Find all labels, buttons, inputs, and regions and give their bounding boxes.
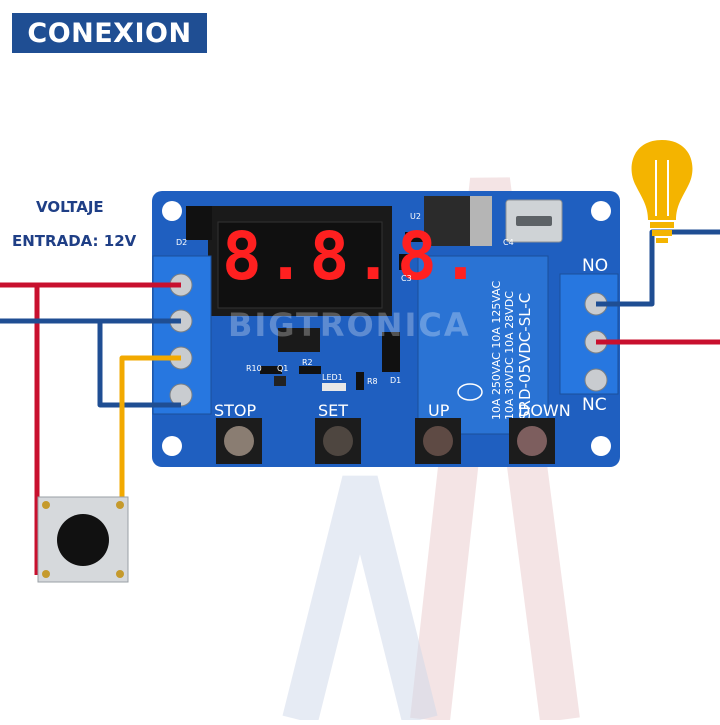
board-buttons bbox=[216, 418, 555, 464]
silk-c3: C3 bbox=[401, 274, 412, 283]
resistor-r10 bbox=[260, 366, 282, 374]
silk-r2: R2 bbox=[302, 358, 313, 367]
set-label: SET bbox=[318, 401, 349, 420]
stop-button-cap bbox=[224, 426, 254, 456]
watermark-text: BIGTRONICA bbox=[228, 306, 471, 344]
up-button-cap bbox=[423, 426, 453, 456]
transistor-q1 bbox=[274, 376, 286, 386]
wire-no-output bbox=[596, 229, 720, 307]
set-button-cap bbox=[323, 426, 353, 456]
push-button-pin bbox=[116, 570, 124, 578]
capacitor-c3 bbox=[399, 254, 409, 270]
silk-led1: LED1 bbox=[322, 373, 343, 382]
relay-rating-line2: 10A 30VDC 10A 28VDC bbox=[503, 291, 516, 420]
display-digits: 8.8.8. bbox=[222, 218, 485, 295]
resistor-r2 bbox=[299, 366, 321, 374]
silk-d1: D1 bbox=[390, 376, 402, 385]
capacitor-c4 bbox=[405, 232, 423, 242]
diode-d2 bbox=[186, 206, 212, 240]
mount-hole bbox=[591, 201, 611, 221]
chip bbox=[278, 328, 320, 352]
no-label: NO bbox=[582, 256, 609, 276]
relay-rating-line1: 10A 250VAC 10A 125VAC bbox=[490, 280, 503, 420]
input-voltage-label-line1: VOLTAJE bbox=[36, 198, 104, 216]
silk-d2: D2 bbox=[176, 238, 188, 247]
up-label: UP bbox=[428, 401, 450, 420]
cqc-logo bbox=[457, 383, 483, 401]
push-button-pin bbox=[42, 501, 50, 509]
mount-hole bbox=[162, 436, 182, 456]
relay bbox=[417, 255, 549, 435]
mount-hole bbox=[591, 436, 611, 456]
watermark-shape bbox=[410, 177, 580, 723]
diode-d1 bbox=[382, 332, 400, 372]
silk-q1: Q1 bbox=[277, 364, 289, 373]
relay-model: SRD-05VDC-SL-C bbox=[516, 293, 534, 420]
led1 bbox=[322, 383, 346, 391]
silk-u2: U2 bbox=[410, 212, 421, 221]
down-button-cap bbox=[517, 426, 547, 456]
usb-opening bbox=[516, 216, 552, 226]
silk-r8: R8 bbox=[367, 377, 378, 386]
silk-r10: R10 bbox=[246, 364, 262, 373]
display-window bbox=[217, 221, 383, 309]
input-voltage-label-line2: ENTRADA: 12V bbox=[12, 232, 137, 250]
page-title: CONEXION bbox=[12, 13, 207, 53]
relay-print: 10A 250VAC 10A 125VAC 10A 30VDC 10A 28VD… bbox=[490, 280, 534, 420]
mount-hole bbox=[162, 201, 182, 221]
light-bulb-icon bbox=[631, 140, 693, 243]
push-button-cap bbox=[57, 514, 109, 566]
watermark-shape bbox=[282, 475, 438, 725]
terminal-screw bbox=[584, 368, 608, 392]
nc-label: NC bbox=[582, 395, 607, 415]
regulator-tab bbox=[470, 196, 492, 246]
resistor-r8 bbox=[356, 372, 364, 390]
push-button-pin bbox=[42, 570, 50, 578]
push-button-pin bbox=[116, 501, 124, 509]
silk-c4: C4 bbox=[503, 238, 514, 247]
wire-ground-link bbox=[97, 321, 181, 408]
stop-label: STOP bbox=[214, 401, 257, 420]
down-label: DOWN bbox=[518, 401, 571, 420]
